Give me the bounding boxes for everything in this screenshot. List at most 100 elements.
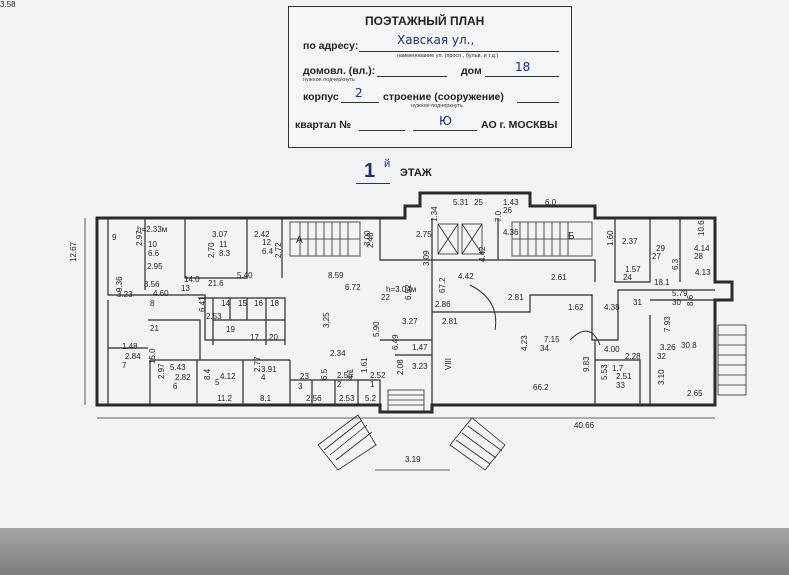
plan-label: 7.15 <box>544 335 560 344</box>
plan-label: h=3.04м <box>386 285 417 294</box>
plan-label: h=2.33м <box>137 225 168 234</box>
plan-label: 2.51 <box>616 372 632 381</box>
plan-label: 6.4 <box>262 247 274 256</box>
stroenie-underline <box>517 102 559 103</box>
plan-label: 6.72 <box>345 283 361 292</box>
plan-label: 11 <box>219 240 228 249</box>
plan-label: 7.0 <box>494 210 503 222</box>
underline-hint-2: нужное подчеркнуть <box>411 103 463 109</box>
plan-label: 30.8 <box>681 341 697 350</box>
plan-label: 4.42 <box>478 246 487 262</box>
plan-label: 7.93 <box>663 316 672 332</box>
plan-label: 2.81 <box>508 293 524 302</box>
plan-label: 5.90 <box>372 321 381 337</box>
plan-label: 7 <box>122 361 127 370</box>
korpus-label: корпус <box>303 91 339 103</box>
plan-label: 10 <box>148 240 157 249</box>
entrance-porch <box>317 389 506 471</box>
domovl-label: домовл. (вл.): <box>303 65 376 77</box>
plan-label: 30 <box>672 298 681 307</box>
plan-label: 6.5 <box>320 368 329 380</box>
address-value: Хавская ул., <box>397 33 475 47</box>
floor-underline <box>356 183 390 184</box>
title-stamp: ПОЭТАЖНЫЙ ПЛАН по адресу: Хавская ул., н… <box>288 6 572 148</box>
plan-label: 4.14 <box>694 244 710 253</box>
dim-porch: 3.19 <box>405 455 421 464</box>
plan-label: 12 <box>262 238 271 247</box>
plan-label: 2.53 <box>339 394 355 403</box>
plan-label: 15.0 <box>148 348 157 364</box>
plan-label: 2.86 <box>435 300 451 309</box>
plan-label: 2.95 <box>147 262 163 271</box>
plan-label: 18 <box>270 299 279 308</box>
stair-a <box>289 221 361 257</box>
plan-label: 1.34 <box>430 206 439 222</box>
plan-label: 9.83 <box>582 356 591 372</box>
partition-arcs <box>469 284 601 346</box>
plan-label: 17 <box>250 333 259 342</box>
plan-label: 8.59 <box>328 271 344 280</box>
dim-bottom: 40.66 <box>574 421 595 430</box>
plan-label: 20 <box>269 333 278 342</box>
plan-label: 4 <box>261 373 266 382</box>
plan-label: 8.3 <box>219 249 231 258</box>
plan-label: 3.91 <box>261 365 277 374</box>
plan-label: 1.61 <box>360 357 369 373</box>
plan-label: 3.25 <box>322 312 331 328</box>
plan-label: 3.09 <box>422 250 431 266</box>
plan-label: 16 <box>254 299 263 308</box>
plan-label: 21.6 <box>208 279 224 288</box>
plan-label: 24 <box>623 273 632 282</box>
plan-label: 4.23 <box>520 335 529 351</box>
plan-label: 5.53 <box>600 364 609 380</box>
plan-label: 3.07 <box>212 230 228 239</box>
plan-label: 8.1 <box>260 394 272 403</box>
plan-label: 2.56 <box>306 394 322 403</box>
plan-label: 5.40 <box>237 271 253 280</box>
plan-label: 4.42 <box>458 272 474 281</box>
korpus-underline <box>341 102 379 103</box>
plan-label: 32 <box>657 352 666 361</box>
plan-label: 15 <box>238 299 247 308</box>
plan-label: 66.2 <box>533 383 549 392</box>
floor-number: 1 <box>364 160 376 182</box>
plan-label: 5 <box>215 378 220 387</box>
plan-label: 3.56 <box>144 280 160 289</box>
plan-label: 4.38 <box>604 303 620 312</box>
dim-left: 12.67 <box>69 241 78 262</box>
plan-label: 5.31 <box>453 198 469 207</box>
plan-label: 1.7 <box>612 364 624 373</box>
floor-label: ЭТАЖ <box>400 167 432 179</box>
plan-label: VIII <box>444 357 453 370</box>
plan-label: 14.0 <box>184 275 200 284</box>
plan-label: 1.57 <box>625 265 641 274</box>
plan-label: 3.27 <box>402 317 418 326</box>
domovl-underline <box>377 76 447 77</box>
plan-label: 14 <box>221 299 230 308</box>
plan-label: 3 <box>298 382 303 391</box>
plan-label: 3.10 <box>657 369 666 385</box>
floor-plan <box>84 191 747 471</box>
plan-label: 6.3 <box>671 258 680 270</box>
plan-label: 10.6 <box>697 220 706 236</box>
plan-label: 4.00 <box>604 345 620 354</box>
plan-label: 2.82 <box>175 373 191 382</box>
plan-label: 8.4 <box>203 368 212 380</box>
plan-label: 19 <box>226 325 235 334</box>
plan-label: 18.1 <box>654 278 670 287</box>
dom-label: дом <box>461 65 482 77</box>
address-label: по адресу: <box>303 40 359 52</box>
plan-label: 6.49 <box>391 334 400 350</box>
plan-label: 2 <box>337 380 342 389</box>
plan-label: 1.60 <box>606 230 615 246</box>
plan-label: 3.23 <box>117 290 133 299</box>
plan-label: 11.2 <box>217 394 232 403</box>
plan-label: 34 <box>540 344 549 353</box>
stair-b <box>511 221 593 257</box>
plan-label: 2.75 <box>416 230 432 239</box>
plan-label: 2.70 <box>207 242 216 258</box>
plan-label: 3.58 <box>0 0 16 9</box>
plan-label: 1 <box>370 380 375 389</box>
plan-label: 3.26 <box>660 343 676 352</box>
elevator-shafts <box>437 223 483 255</box>
